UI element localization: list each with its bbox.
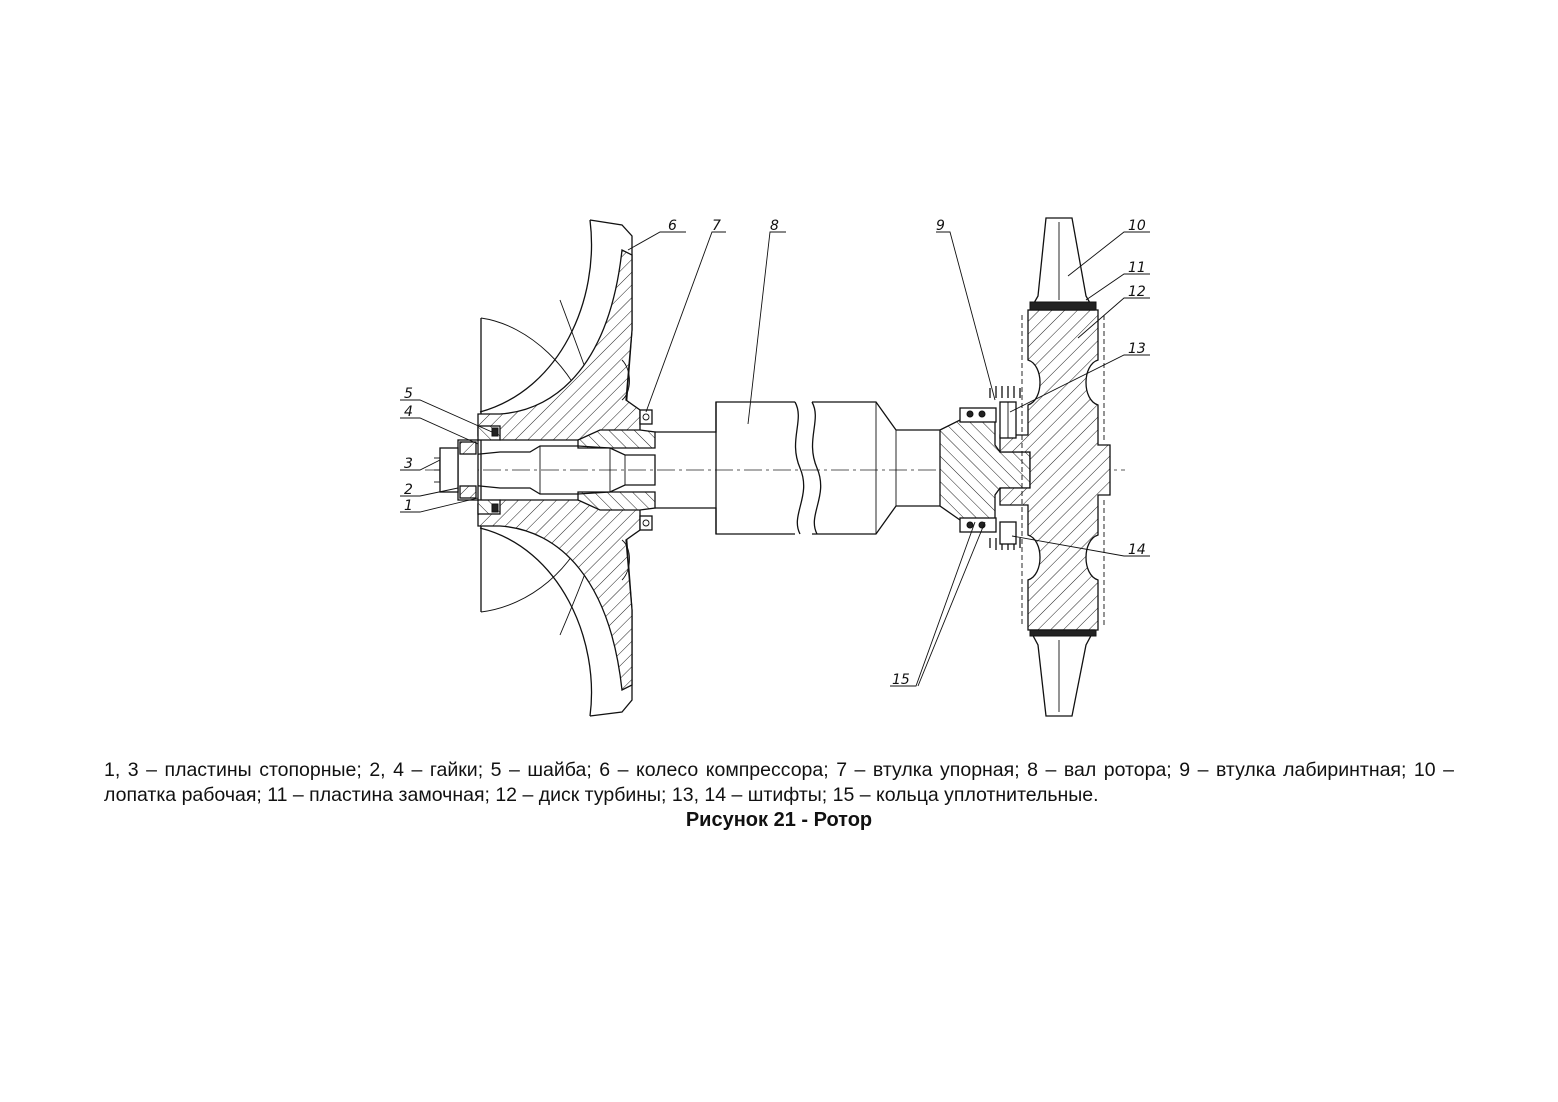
callout-11: 11 [1128,260,1146,276]
leader-lines [400,231,1150,687]
callout-6: 6 [668,218,677,234]
callout-8: 8 [770,218,779,234]
callout-4: 4 [404,404,413,420]
callout-labels: 1 2 3 4 5 6 7 8 9 10 11 12 13 14 15 [404,218,1146,688]
callout-2: 2 [404,482,413,498]
figure-title: Рисунок 21 - Ротор [685,809,873,831]
callout-5: 5 [404,386,413,402]
compressor-wheel [477,219,641,717]
turbine-disc [999,309,1111,631]
thrust-sleeve [577,409,656,531]
turbine-blade [1028,217,1097,717]
callout-1: 1 [404,498,413,514]
callout-7: 7 [712,218,721,234]
parts-legend: 1, 3 – пластины стопорные; 2, 4 – гайки;… [104,759,1454,806]
callout-9: 9 [936,218,945,234]
callout-14: 14 [1128,542,1146,558]
callout-15: 15 [892,672,910,688]
callout-13: 13 [1128,341,1146,357]
callout-3: 3 [404,456,413,472]
rotor-shaft [655,401,940,535]
labyrinth-sleeve [939,386,1031,550]
shaft-front-end [434,425,656,515]
callout-12: 12 [1128,284,1146,300]
callout-10: 10 [1128,218,1146,234]
